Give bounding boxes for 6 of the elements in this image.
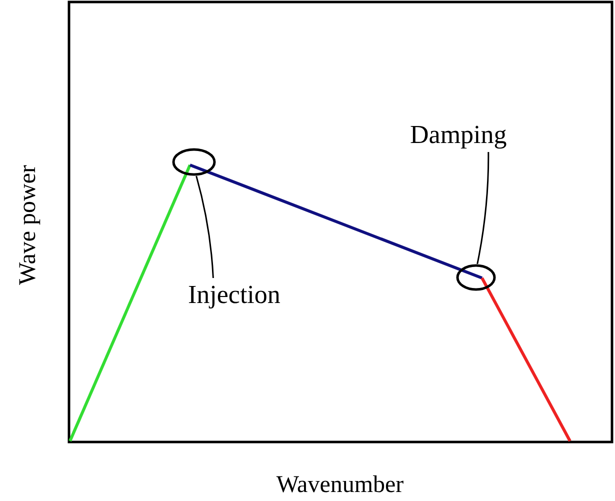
axis-title: Wavenumber bbox=[276, 471, 404, 500]
axis-title: Wave power bbox=[14, 165, 42, 286]
leader-line bbox=[196, 176, 214, 278]
annotation-text: Injection bbox=[188, 278, 280, 312]
leader-line bbox=[476, 152, 490, 264]
annotation-text: Damping bbox=[410, 118, 507, 152]
